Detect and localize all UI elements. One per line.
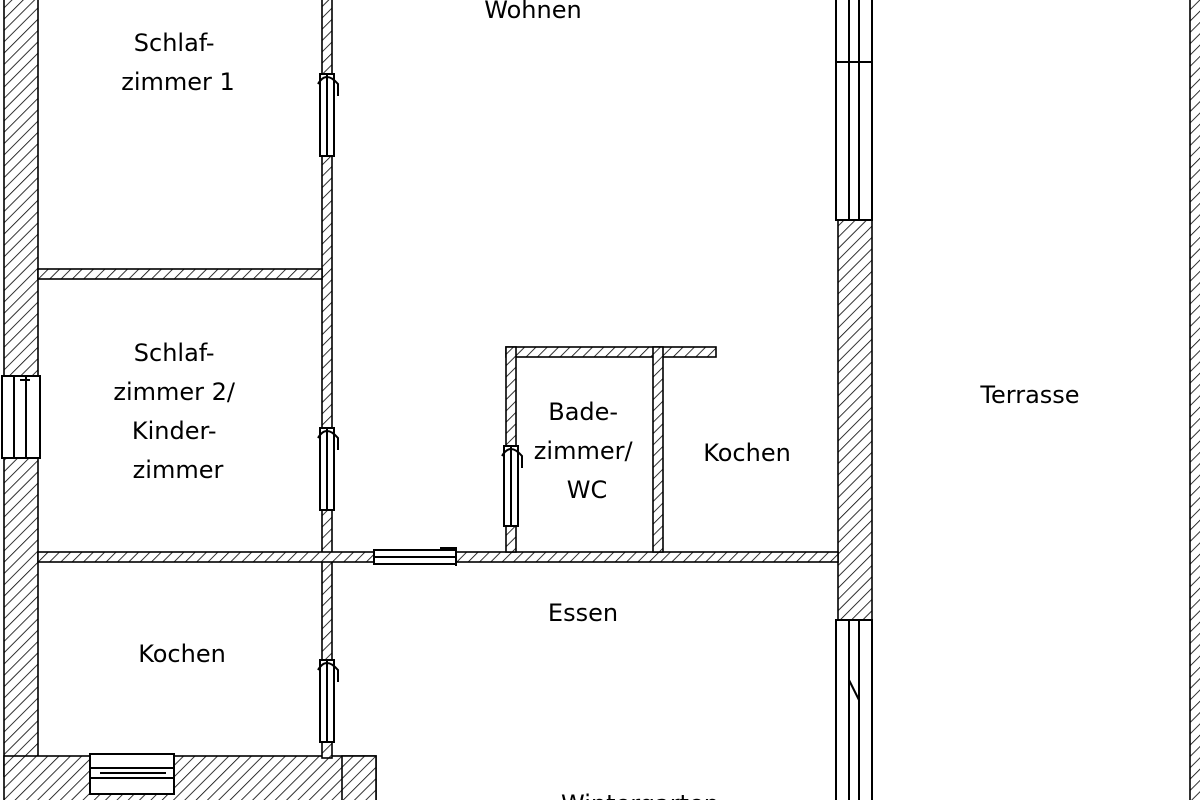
windows (1, 0, 873, 800)
bath-wall-right (652, 346, 664, 553)
room-label-schlafzimmer-2: Schlaf- zimmer 2/ Kinder- zimmer (113, 339, 242, 484)
room-label-terrasse: Terrasse (979, 381, 1079, 409)
inner-wall-vertical (321, 0, 333, 759)
window-left (1, 375, 41, 459)
door-bedroom-2 (317, 427, 339, 511)
door-bathroom (501, 445, 523, 527)
door-bedroom-1 (317, 73, 339, 157)
doors (317, 73, 523, 743)
room-label-badezimmer: Bade- zimmer/ WC (534, 398, 640, 504)
room-labels: Wohnen Schlaf- zimmer 1 Schlaf- zimmer 2… (113, 0, 1079, 800)
room-label-essen: Essen (548, 599, 618, 627)
window-bottom (89, 753, 175, 795)
window-right-lower (835, 619, 873, 800)
room-label-kochen-small: Kochen (703, 439, 791, 467)
room-label-wintergarten: Wintergarten (561, 790, 719, 800)
bath-wall-top (505, 346, 717, 358)
outer-wall-bottom (3, 755, 377, 800)
inner-wall-bedrooms (37, 268, 323, 280)
outer-wall-bottom-step (341, 755, 377, 800)
terrace-wall (1189, 0, 1200, 800)
window-right-upper (835, 0, 873, 221)
room-label-wohnen: Wohnen (484, 0, 581, 24)
room-label-kochen-left: Kochen (138, 640, 226, 668)
outer-wall-right (837, 219, 873, 621)
door-hall-sliding (373, 547, 457, 566)
door-kitchen-left (317, 659, 339, 743)
room-label-schlafzimmer-1: Schlaf- zimmer 1 (121, 29, 235, 96)
